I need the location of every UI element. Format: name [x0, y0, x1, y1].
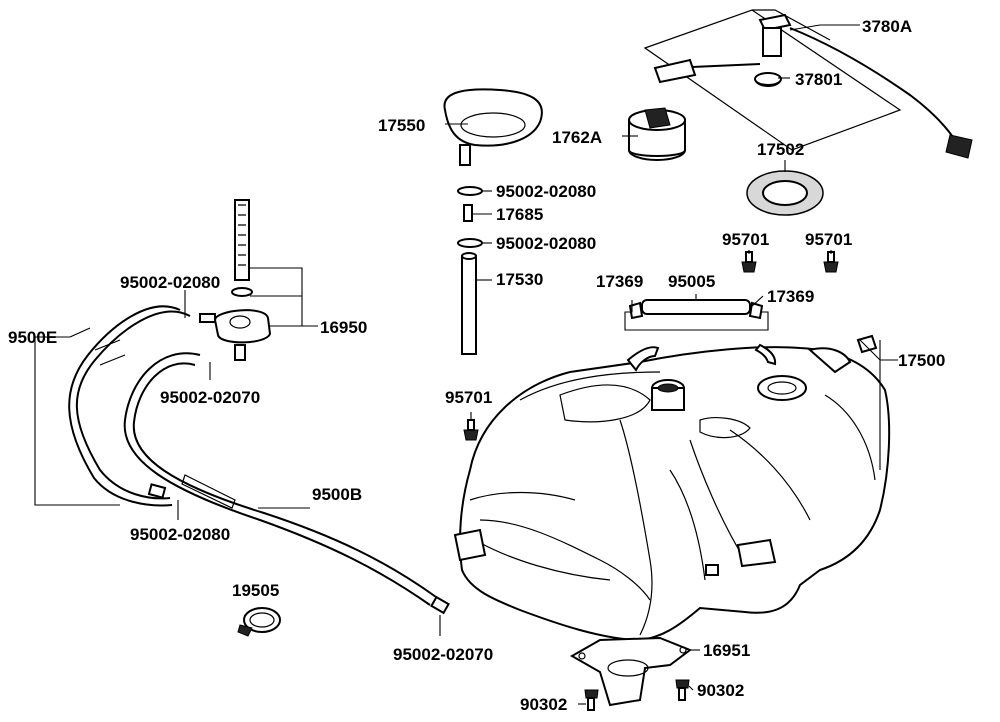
label-95701-b: 95701	[805, 230, 852, 249]
label-95002-02080-c: 95002-02080	[120, 273, 220, 292]
part-labels: 3780A 37801 17550 1762A 17502 95002-0208…	[8, 17, 945, 714]
label-95005: 95005	[668, 272, 715, 291]
label-95002-02070-a: 95002-02070	[160, 388, 260, 407]
label-17500: 17500	[898, 351, 945, 370]
filler-neck-cup	[443, 88, 543, 166]
label-17502: 17502	[757, 140, 804, 159]
label-19505: 19505	[232, 581, 279, 600]
fuel-cap	[628, 107, 686, 161]
label-95701-a: 95701	[722, 230, 769, 249]
lock-ring	[746, 170, 824, 216]
label-37801: 37801	[795, 70, 842, 89]
label-17530: 17530	[496, 270, 543, 289]
label-17369-b: 17369	[767, 287, 814, 306]
bolts-90302	[584, 679, 690, 711]
hose-95005	[628, 299, 764, 320]
leader-lines	[34, 24, 898, 705]
label-16950: 16950	[320, 318, 367, 337]
label-95002-02080-b: 95002-02080	[496, 234, 596, 253]
label-16951: 16951	[703, 641, 750, 660]
label-90302-a: 90302	[520, 695, 567, 714]
fuel-petcock	[199, 199, 272, 361]
label-95002-02080-d: 95002-02080	[130, 525, 230, 544]
hoses-left	[68, 305, 450, 615]
label-17685: 17685	[496, 205, 543, 224]
label-17550: 17550	[378, 116, 425, 135]
label-9500E: 9500E	[8, 328, 57, 347]
label-95002-02080-a: 95002-02080	[496, 182, 596, 201]
label-1762A: 1762A	[552, 128, 602, 147]
fuel-tank	[453, 334, 891, 642]
gasket	[754, 72, 782, 86]
small-fittings	[457, 186, 483, 355]
mount-bracket	[569, 636, 693, 707]
hose-clamp	[237, 607, 281, 637]
label-17369-a: 17369	[596, 272, 643, 291]
label-95701-c: 95701	[445, 388, 492, 407]
label-9500B: 9500B	[312, 485, 362, 504]
label-95002-02070-b: 95002-02070	[393, 645, 493, 664]
label-90302-b: 90302	[697, 681, 744, 700]
label-3780A: 3780A	[862, 17, 912, 36]
